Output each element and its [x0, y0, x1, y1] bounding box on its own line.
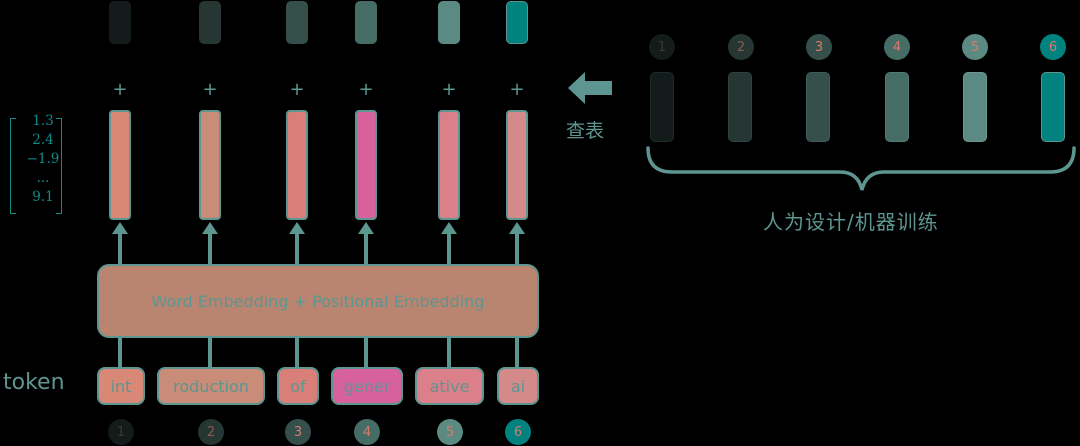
embedding-vector-5: [438, 110, 460, 220]
position-badge: 5: [437, 419, 463, 445]
table-position-badge: 6: [1040, 34, 1066, 60]
arrow-up: [118, 232, 122, 264]
arrow-up: [364, 232, 368, 264]
table-position-badge: 3: [806, 34, 832, 60]
table-position-badge: 1: [649, 34, 675, 60]
position-badge: 1: [108, 419, 134, 445]
table-vector-4: [885, 72, 909, 142]
embedding-vector-1: [109, 110, 131, 220]
vector-value: ...: [36, 170, 50, 186]
table-vector-2: [728, 72, 752, 142]
token-connector: [447, 338, 451, 367]
positional-vector-3: [286, 1, 308, 44]
plus-sign: +: [441, 79, 457, 100]
arrow-head-icon: [202, 222, 218, 234]
embedding-vector-example: 1.3 2.4 −1.9 ... 9.1: [22, 112, 64, 207]
embedding-vector-4: [355, 110, 377, 220]
vector-left-bracket: [10, 118, 16, 214]
plus-sign: +: [112, 79, 128, 100]
arrow-up: [515, 232, 519, 264]
vector-right-bracket: [56, 118, 62, 214]
token-connector: [208, 338, 212, 367]
table-vector-5: [963, 72, 987, 142]
embedding-vector-3: [286, 110, 308, 220]
table-position-badge: 2: [728, 34, 754, 60]
positional-vector-5: [438, 1, 460, 44]
table-vector-3: [806, 72, 830, 142]
plus-sign: +: [358, 79, 374, 100]
token-box: ai: [497, 367, 539, 405]
arrow-head-icon: [509, 222, 525, 234]
positional-vector-4: [355, 1, 377, 44]
arrow-up: [447, 232, 451, 264]
position-badge: 3: [285, 419, 311, 445]
table-vector-6: [1041, 72, 1065, 142]
positional-vector-2: [199, 1, 221, 44]
token-connector: [364, 338, 368, 367]
embedding-block-label: Word Embedding + Positional Embedding: [151, 291, 485, 311]
arrow-head-icon: [358, 222, 374, 234]
token-box: ative: [415, 367, 484, 405]
token-box: int: [97, 367, 145, 405]
embedding-block: Word Embedding + Positional Embedding: [97, 264, 539, 338]
arrow-head-icon: [441, 222, 457, 234]
plus-sign: +: [202, 79, 218, 100]
vector-value: −1.9: [26, 151, 60, 167]
table-position-badge: 4: [884, 34, 910, 60]
arrow-up: [208, 232, 212, 264]
plus-sign: +: [289, 79, 305, 100]
table-vector-1: [650, 72, 674, 142]
plus-sign: +: [509, 79, 525, 100]
positional-vector-1: [109, 1, 131, 44]
position-badge: 6: [505, 419, 531, 445]
token-connector: [295, 338, 299, 367]
arrow-up: [295, 232, 299, 264]
vector-value: 1.3: [32, 113, 54, 129]
curly-brace: [646, 146, 1076, 191]
vector-value: 9.1: [32, 189, 54, 205]
token-connector: [118, 338, 122, 367]
vector-value: 2.4: [32, 132, 54, 148]
token-row-label: token: [3, 370, 65, 395]
position-badge: 4: [354, 419, 380, 445]
table-position-badge: 5: [962, 34, 988, 60]
arrow-head-icon: [289, 222, 305, 234]
token-box: of: [277, 367, 319, 405]
lookup-label: 查表: [566, 120, 605, 142]
position-badge: 2: [198, 419, 224, 445]
token-box: roduction: [157, 367, 265, 405]
arrow-head-icon: [112, 222, 128, 234]
positional-vector-6: [506, 1, 528, 44]
embedding-vector-6: [506, 110, 528, 220]
embedding-vector-2: [199, 110, 221, 220]
left-arrow-icon: [568, 72, 612, 104]
token-box: gener: [331, 367, 403, 405]
brace-caption: 人为设计/机器训练: [763, 210, 939, 234]
token-connector: [515, 338, 519, 367]
